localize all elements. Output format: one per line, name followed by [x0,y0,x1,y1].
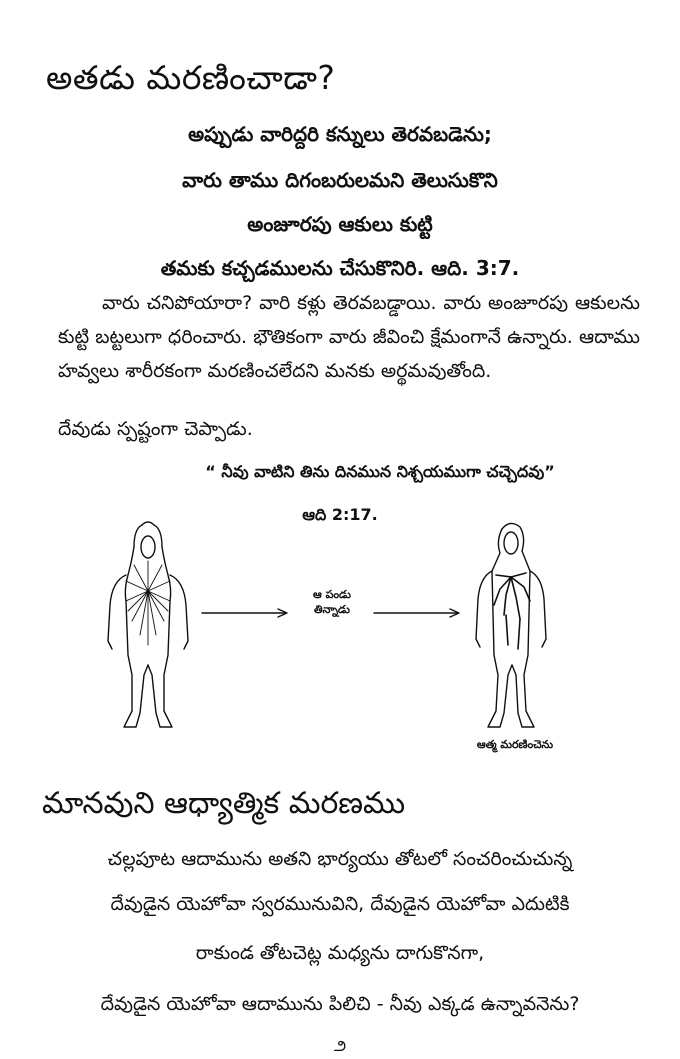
paragraph-closing-line: దేవుడు స్పష్టంగా చెప్పాడు. [58,418,253,440]
arrow-label-line: ఆ పండు [313,588,351,601]
body-line: రాకుండ తోటచెట్ల మధ్యను దాగుకొనగా, [195,942,485,964]
page-number: ౨ [333,1036,347,1055]
verse-line: తమకు కచ్చడములను చేసుకొనిరి. ఆది. 3:7. [160,256,520,280]
figure-caption: ఆత్మ మరణించెను [476,738,554,751]
living-spirit-figure [107,521,189,728]
verse-line: అప్పుడు వారిద్దరి కన్నులు తెరవబడెను; [188,122,492,146]
human-figures-illustration [107,521,547,728]
arrow-label: ఆ పండు తిన్నాడు [282,587,382,617]
dead-spirit-figure [475,522,547,728]
section-heading: మానవుని ఆధ్యాత్మిక మరణము [42,786,406,821]
illustration: ఆ పండు తిన్నాడు ఆత్మ మరణించెను [90,515,590,755]
verse-line: అంజూరపు ఆకులు కుట్టి [247,212,433,236]
verse-line: వారు తాము దిగంబరులమని తెలుసుకొని [182,168,498,192]
arrow-right-icon [373,608,460,618]
paragraph-text: వారు చనిపోయారా? వారి కళ్లు తెరవబడ్డాయి. … [58,292,640,382]
scripture-reference: ఆది 2:17. [302,505,378,524]
body-line: చల్లపూట ఆదామును అతని భార్యయు తోటలో సంచరి… [107,848,573,870]
body-paragraph: వారు చనిపోయారా? వారి కళ్లు తెరవబడ్డాయి. … [58,286,640,388]
body-line: దేవుడైన యెహోవా స్వరమునువిని, దేవుడైన యెహ… [110,893,570,915]
arrow-label-line: తిన్నాడు [313,603,350,616]
arrow-right-icon [201,608,288,618]
body-line: దేవుడైన యెహోవా ఆదామును పిలిచి - నీవు ఎక్… [100,993,580,1015]
scripture-quote: “ నీవు వాటిని తిను దినమున నిశ్చయముగా చచ్… [205,462,555,481]
section-heading: అతడు మరణించాడా? [46,58,336,97]
